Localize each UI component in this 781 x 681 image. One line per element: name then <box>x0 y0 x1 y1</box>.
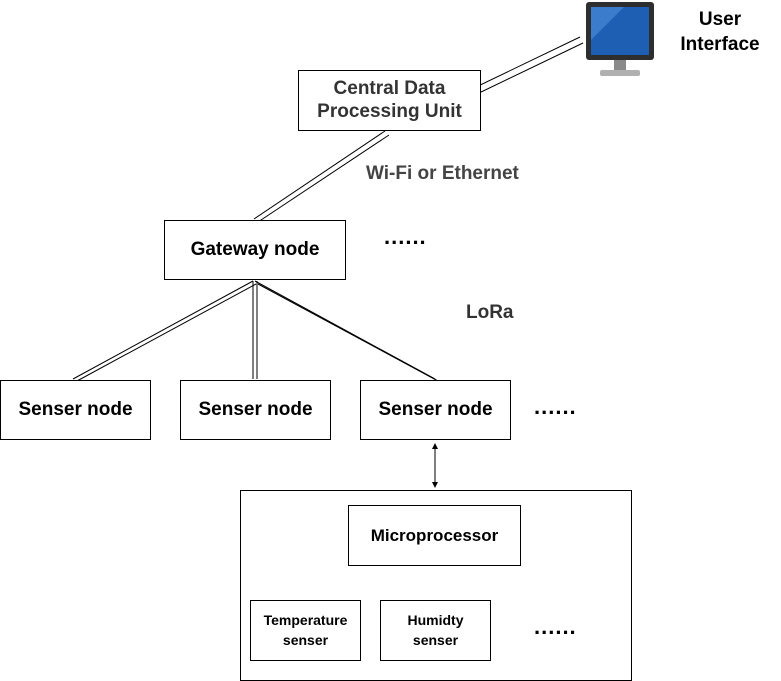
temperature-sensor-box: Temperature senser <box>250 600 361 661</box>
central-unit-label-line1: Central Data <box>333 77 446 99</box>
temperature-sensor-label-line2: senser <box>282 631 329 648</box>
central-unit-label-line2: Processing Unit <box>317 100 462 122</box>
wifi-ethernet-label: Wi-Fi or Ethernet <box>366 163 519 184</box>
gateway-ellipsis: ...... <box>384 224 427 249</box>
link-cpu-to-gateway <box>253 130 390 223</box>
sensor-node-box-3: Senser node <box>360 380 511 440</box>
humidity-sensor-label-line1: Humidty <box>407 611 464 628</box>
temperature-sensor-label-line1: Temperature <box>263 611 348 628</box>
link-gateway-to-sensor-3 <box>254 280 439 382</box>
sensor-node-label-2: Senser node <box>198 399 313 420</box>
sensor-node-box-2: Senser node <box>180 380 331 440</box>
computer-monitor-icon <box>586 2 654 76</box>
link-gateway-to-sensor-1 <box>72 280 257 382</box>
user-interface-label-line1: User <box>698 9 742 30</box>
central-data-processing-unit-box: Central Data Processing Unit <box>298 70 481 131</box>
user-interface-label-line2: Interface <box>680 33 760 55</box>
sensors-ellipsis: ...... <box>534 614 577 639</box>
microprocessor-box: Microprocessor <box>348 505 521 566</box>
link-gateway-to-sensor-2 <box>252 281 258 379</box>
sensor-node-box-1: Senser node <box>0 380 151 440</box>
gateway-node-label: Gateway node <box>190 239 320 260</box>
humidity-sensor-label-line2: senser <box>412 631 459 648</box>
sensor-node-label-3: Senser node <box>378 399 493 420</box>
humidity-sensor-box: Humidty senser <box>380 600 491 661</box>
sensor-node-label-1: Senser node <box>18 399 133 420</box>
lora-label: LoRa <box>466 302 514 323</box>
user-interface-label: User Interface <box>674 8 766 57</box>
microprocessor-label: Microprocessor <box>370 525 499 545</box>
gateway-node-box: Gateway node <box>164 220 346 280</box>
sensor-nodes-ellipsis: ...... <box>534 394 577 419</box>
